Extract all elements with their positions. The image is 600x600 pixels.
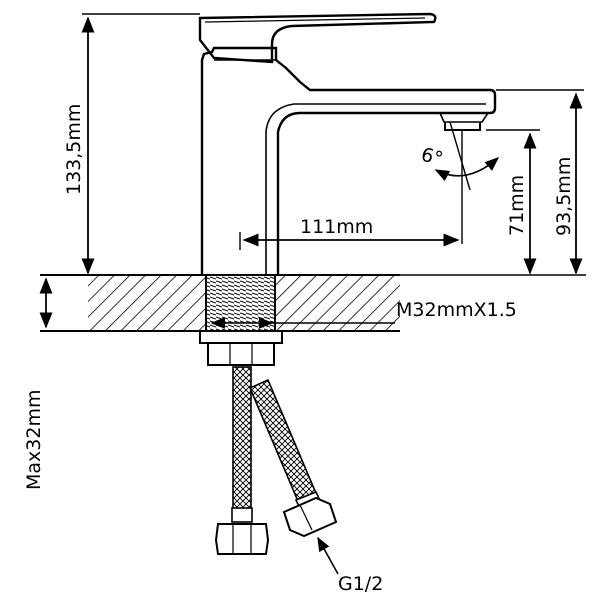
faucet-outline bbox=[200, 46, 497, 275]
outlet-height-label: 71mm bbox=[506, 175, 528, 236]
thread-label: M32mmX1.5 bbox=[396, 299, 517, 321]
faucet-body bbox=[200, 46, 497, 275]
angle-arc bbox=[434, 157, 500, 182]
hose-left bbox=[232, 366, 252, 514]
spout-height-label: 93,5mm bbox=[553, 157, 575, 236]
total-height-label: 133,5mm bbox=[63, 104, 85, 195]
supply-hoses bbox=[214, 366, 338, 555]
mounting-nut bbox=[207, 342, 275, 366]
washer-plate bbox=[199, 330, 283, 344]
angle-line bbox=[449, 121, 471, 191]
hex-right-line bbox=[299, 504, 313, 531]
angle-label: 6° bbox=[419, 144, 446, 171]
reach-label: 111mm bbox=[300, 216, 373, 238]
max-counter-label: Max32mm bbox=[23, 390, 45, 490]
spout-underside bbox=[439, 112, 489, 123]
dimension-lines bbox=[39, 13, 586, 575]
spout-inner-curve bbox=[265, 103, 486, 275]
hose-right bbox=[248, 378, 320, 508]
hose-right-hex-nut bbox=[282, 496, 338, 538]
underside-hardware bbox=[199, 330, 283, 366]
lever-highlight bbox=[204, 17, 426, 23]
dimension-labels: 133,5mm 93,5mm 71mm 111mm 6° M32mmX1.5 M… bbox=[23, 104, 575, 595]
hose-left-collar bbox=[231, 507, 253, 523]
lever-outline[interactable] bbox=[198, 12, 437, 64]
hose-thread-leader bbox=[317, 536, 339, 575]
hose-thread-label: G1/2 bbox=[338, 573, 383, 595]
hose-left-hex-nut bbox=[214, 523, 270, 555]
lever-handle[interactable] bbox=[198, 12, 437, 64]
